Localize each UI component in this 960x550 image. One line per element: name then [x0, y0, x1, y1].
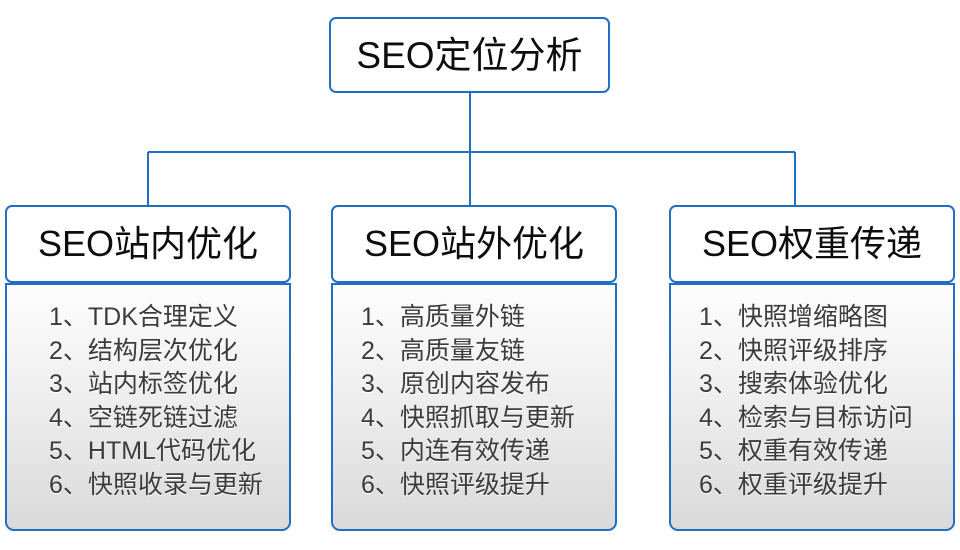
list-item-label: 高质量外链 — [399, 303, 525, 331]
branch-body-3: 1、快照增缩略图 2、快照评级排序 3、搜索体验优化 4、检索与目标访问 5、权… — [669, 283, 955, 531]
item-list-3: 1、快照增缩略图 2、快照评级排序 3、搜索体验优化 4、检索与目标访问 5、权… — [671, 301, 953, 502]
list-item: 2、快照评级排序 — [671, 335, 953, 369]
list-item-label: 空链死链过滤 — [87, 403, 238, 432]
branch-header-1[interactable]: SEO站内优化 — [5, 205, 291, 283]
list-item: 3、搜索体验优化 — [671, 368, 953, 402]
branch-header-3[interactable]: SEO权重传递 — [669, 205, 955, 283]
item-list-1: 1、TDK合理定义 2、结构层次优化 3、站内标签优化 4、空链死链过滤 5、H… — [7, 301, 289, 502]
list-item-index: 6、 — [699, 470, 738, 499]
branch-column-1: SEO站内优化 1、TDK合理定义 2、结构层次优化 3、站内标签优化 4、空链… — [5, 205, 291, 531]
list-item-label: 快照评级提升 — [399, 470, 550, 499]
list-item: 6、快照收录与更新 — [7, 469, 289, 503]
list-item-index: 1、 — [699, 303, 738, 331]
branch-header-title-3: SEO权重传递 — [701, 223, 923, 264]
list-item-label: 权重评级提升 — [737, 470, 888, 499]
list-item-label: 快照增缩略图 — [737, 303, 888, 331]
list-item-label: 原创内容发布 — [399, 370, 550, 398]
list-item-index: 4、 — [361, 403, 400, 432]
list-item: 3、站内标签优化 — [7, 368, 289, 402]
list-item: 4、快照抓取与更新 — [333, 402, 615, 436]
list-item-label: 快照评级排序 — [737, 336, 888, 365]
list-item: 6、快照评级提升 — [333, 469, 615, 503]
list-item: 5、权重有效传递 — [671, 435, 953, 469]
list-item-index: 4、 — [49, 403, 88, 432]
list-item: 6、权重评级提升 — [671, 469, 953, 503]
list-item-index: 3、 — [49, 370, 88, 398]
branch-header-title-1: SEO站内优化 — [37, 223, 259, 264]
branch-body-2: 1、高质量外链 2、高质量友链 3、原创内容发布 4、快照抓取与更新 5、内连有… — [331, 283, 617, 531]
branch-header-2[interactable]: SEO站外优化 — [331, 205, 617, 283]
branch-header-title-2: SEO站外优化 — [363, 223, 585, 264]
list-item-label: HTML代码优化 — [87, 437, 256, 465]
list-item: 4、检索与目标访问 — [671, 402, 953, 436]
root-node[interactable]: SEO定位分析 — [329, 17, 610, 93]
list-item-label: 快照抓取与更新 — [399, 403, 575, 432]
list-item-index: 1、 — [361, 303, 400, 331]
list-item-index: 5、 — [49, 437, 88, 465]
item-list-2: 1、高质量外链 2、高质量友链 3、原创内容发布 4、快照抓取与更新 5、内连有… — [333, 301, 615, 502]
list-item: 5、HTML代码优化 — [7, 435, 289, 469]
list-item-label: 结构层次优化 — [87, 336, 238, 365]
list-item-index: 2、 — [699, 336, 738, 365]
list-item: 4、空链死链过滤 — [7, 402, 289, 436]
list-item-index: 5、 — [361, 437, 400, 465]
list-item-index: 4、 — [699, 403, 738, 432]
list-item-label: 内连有效传递 — [399, 437, 550, 465]
list-item-label: 检索与目标访问 — [737, 403, 913, 432]
list-item: 5、内连有效传递 — [333, 435, 615, 469]
list-item-index: 5、 — [699, 437, 738, 465]
list-item: 2、结构层次优化 — [7, 335, 289, 369]
list-item: 1、高质量外链 — [333, 301, 615, 335]
list-item-index: 6、 — [49, 470, 88, 499]
list-item-index: 2、 — [49, 336, 88, 365]
list-item: 2、高质量友链 — [333, 335, 615, 369]
root-node-title: SEO定位分析 — [356, 34, 583, 76]
list-item: 1、快照增缩略图 — [671, 301, 953, 335]
list-item-index: 2、 — [361, 336, 400, 365]
list-item-index: 1、 — [49, 303, 88, 331]
list-item-label: 站内标签优化 — [87, 370, 238, 398]
branch-column-3: SEO权重传递 1、快照增缩略图 2、快照评级排序 3、搜索体验优化 4、检索与… — [669, 205, 955, 531]
list-item-label: 高质量友链 — [399, 336, 525, 365]
branch-body-1: 1、TDK合理定义 2、结构层次优化 3、站内标签优化 4、空链死链过滤 5、H… — [5, 283, 291, 531]
list-item-index: 3、 — [361, 370, 400, 398]
list-item-index: 3、 — [699, 370, 738, 398]
list-item: 3、原创内容发布 — [333, 368, 615, 402]
list-item-label: 权重有效传递 — [737, 437, 888, 465]
branch-column-2: SEO站外优化 1、高质量外链 2、高质量友链 3、原创内容发布 4、快照抓取与… — [331, 205, 617, 531]
list-item-label: 快照收录与更新 — [87, 470, 263, 499]
list-item-index: 6、 — [361, 470, 400, 499]
list-item: 1、TDK合理定义 — [7, 301, 289, 335]
list-item-label: 搜索体验优化 — [737, 370, 888, 398]
list-item-label: TDK合理定义 — [87, 303, 238, 331]
